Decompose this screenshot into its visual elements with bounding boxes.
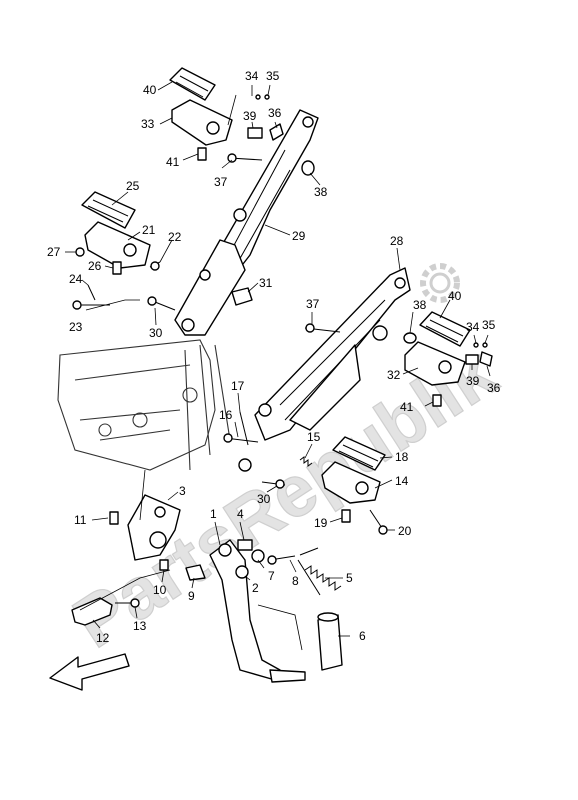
callout-31: 31 xyxy=(259,276,273,290)
callout-8: 8 xyxy=(292,574,299,588)
callout-39: 39 xyxy=(466,374,480,388)
callout-38: 38 xyxy=(314,185,328,199)
callout-labels: 40 34 35 33 39 36 41 37 38 25 21 22 29 2… xyxy=(47,69,501,645)
rear-footrest-right xyxy=(404,341,466,386)
callout-5: 5 xyxy=(346,571,353,585)
callout-26: 26 xyxy=(88,259,102,273)
spring-cover-tube xyxy=(317,612,343,671)
callout-34: 34 xyxy=(245,69,259,83)
callout-24: 24 xyxy=(69,272,83,286)
callout-9: 9 xyxy=(188,589,195,603)
callout-29: 29 xyxy=(292,229,306,243)
rear-footrest-bracket-right xyxy=(254,267,411,441)
hardware-parts xyxy=(72,94,493,608)
front-footrest-rubber-right xyxy=(332,436,386,471)
callout-32: 32 xyxy=(387,368,401,382)
callout-40: 40 xyxy=(448,289,462,303)
front-footrest-right xyxy=(321,461,381,504)
sidestand xyxy=(209,539,306,683)
callout-1: 1 xyxy=(210,507,217,521)
rear-footrest-rubber-right xyxy=(419,311,471,347)
callout-39: 39 xyxy=(243,109,257,123)
callout-6: 6 xyxy=(359,629,366,643)
callout-4: 4 xyxy=(237,507,244,521)
callout-38: 38 xyxy=(413,298,427,312)
callout-30: 30 xyxy=(149,326,163,340)
callout-18: 18 xyxy=(395,450,409,464)
callout-36: 36 xyxy=(487,381,501,395)
front-footrest-left xyxy=(84,221,151,269)
watermark-gear-icon xyxy=(420,263,460,303)
callout-15: 15 xyxy=(307,430,321,444)
callout-34: 34 xyxy=(466,320,480,334)
callout-13: 13 xyxy=(133,619,147,633)
callout-36: 36 xyxy=(268,106,282,120)
callout-23: 23 xyxy=(69,320,83,334)
callout-40: 40 xyxy=(143,83,157,97)
callout-28: 28 xyxy=(390,234,404,248)
callout-30: 30 xyxy=(257,492,271,506)
callout-7: 7 xyxy=(268,569,275,583)
rear-footrest-rubber-left xyxy=(169,67,216,101)
callout-33: 33 xyxy=(141,117,155,131)
callout-10: 10 xyxy=(153,583,167,597)
footrest-bracket-lower-arm xyxy=(174,239,246,336)
callout-2: 2 xyxy=(252,581,259,595)
callout-27: 27 xyxy=(47,245,61,259)
callout-17: 17 xyxy=(231,379,245,393)
callout-3: 3 xyxy=(179,484,186,498)
callout-11: 11 xyxy=(74,513,87,527)
callout-21: 21 xyxy=(142,223,156,237)
leader-lines xyxy=(65,81,491,651)
callout-37: 37 xyxy=(214,175,228,189)
front-direction-arrow-icon xyxy=(49,653,130,691)
sidestand-spring xyxy=(297,547,342,596)
callout-35: 35 xyxy=(482,318,496,332)
callout-19: 19 xyxy=(314,516,328,530)
callout-41: 41 xyxy=(166,155,180,169)
callout-12: 12 xyxy=(96,631,110,645)
callout-41: 41 xyxy=(400,400,414,414)
callout-25: 25 xyxy=(126,179,140,193)
front-footrest-rubber-left xyxy=(81,191,136,229)
callout-20: 20 xyxy=(398,524,412,538)
callout-35: 35 xyxy=(266,69,280,83)
callout-16: 16 xyxy=(219,408,233,422)
rear-footrest-left xyxy=(171,99,233,146)
callout-14: 14 xyxy=(395,474,409,488)
sidestand-switch xyxy=(71,597,113,626)
callout-37: 37 xyxy=(306,297,320,311)
frame-outline xyxy=(57,339,231,471)
callout-22: 22 xyxy=(168,230,182,244)
